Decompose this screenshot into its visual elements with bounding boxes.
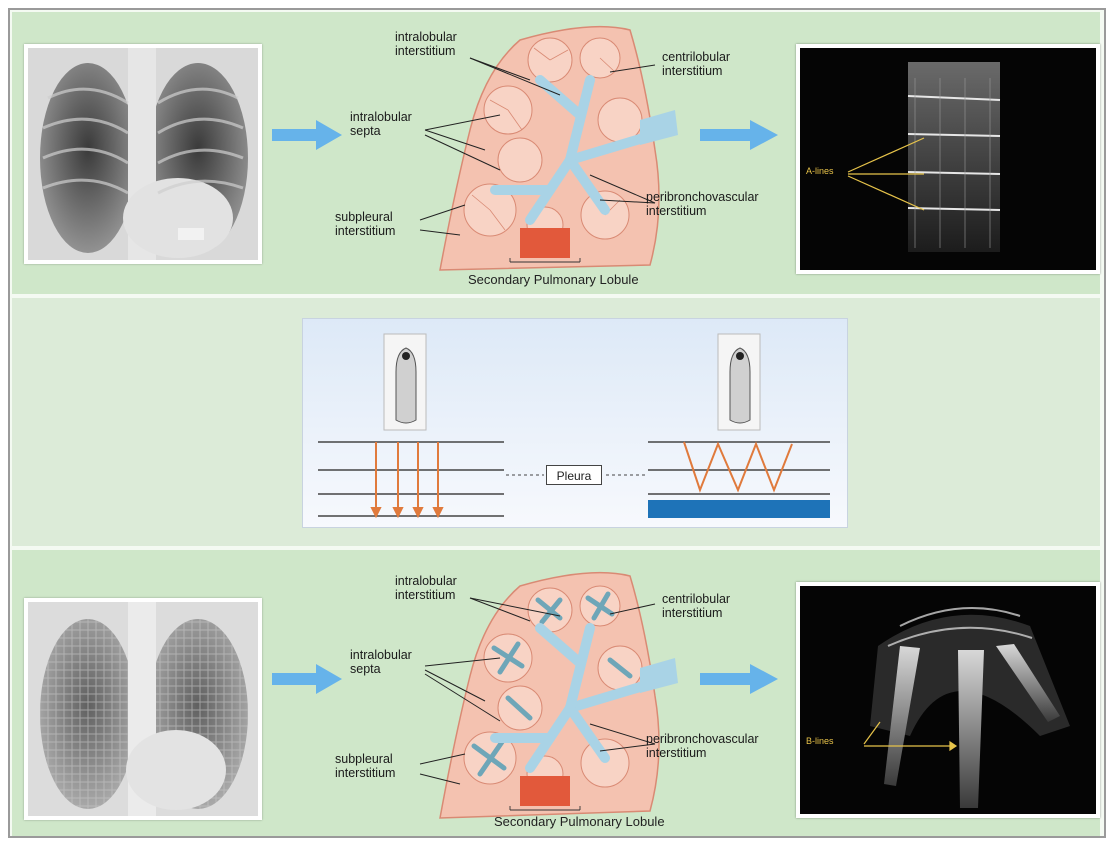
beam-diagram-b-lines	[318, 438, 504, 524]
label-a-lines: A-lines	[806, 166, 834, 176]
chest-xray-interstitial	[24, 598, 262, 820]
pleura-label: Pleura	[546, 465, 602, 485]
label-intralobular-septa-top: intralobular septa	[350, 110, 412, 138]
beam-diagram-a-lines	[648, 438, 830, 524]
label-subpleural-interstitium-bottom: subpleural interstitium	[335, 752, 395, 780]
chest-xray-normal	[24, 44, 262, 264]
arrow-right-icon	[700, 118, 780, 152]
ultrasound-probe-icon	[716, 332, 762, 432]
label-intralobular-interstitium-bottom: intralobular interstitium	[395, 574, 457, 602]
label-intralobular-septa-bottom: intralobular septa	[350, 648, 412, 676]
label-intralobular-interstitium-top: intralobular interstitium	[395, 30, 457, 58]
arrow-right-icon	[700, 662, 780, 696]
caption-secondary-pulmonary-lobule-top: Secondary Pulmonary Lobule	[468, 272, 639, 287]
label-peribronchovascular-interstitium-bottom: peribronchovascular interstitium	[646, 732, 759, 760]
ultrasound-probe-icon	[382, 332, 428, 432]
label-b-lines: B-lines	[806, 736, 834, 746]
caption-secondary-pulmonary-lobule-bottom: Secondary Pulmonary Lobule	[494, 814, 665, 829]
label-subpleural-interstitium-top: subpleural interstitium	[335, 210, 395, 238]
ultrasound-a-lines	[796, 44, 1100, 274]
ultrasound-b-lines	[796, 582, 1100, 818]
label-centrilobular-interstitium-bottom: centrilobular interstitium	[662, 592, 730, 620]
label-peribronchovascular-interstitium-top: peribronchovascular interstitium	[646, 190, 759, 218]
label-centrilobular-interstitium-top: centrilobular interstitium	[662, 50, 730, 78]
